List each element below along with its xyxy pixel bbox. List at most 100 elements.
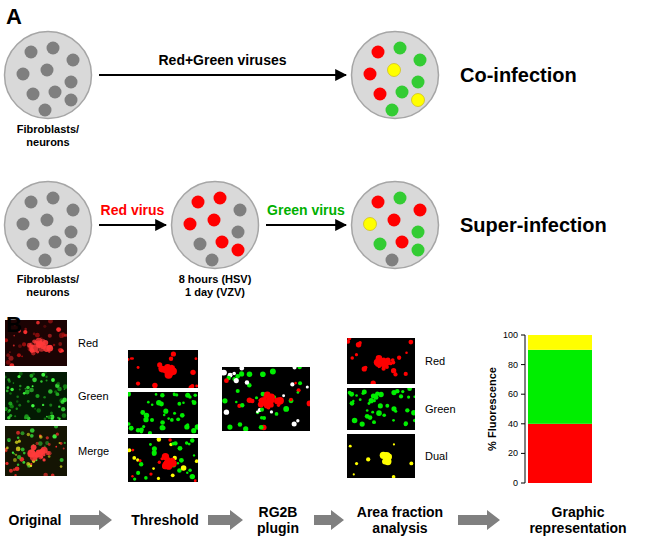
cell-spot bbox=[355, 353, 358, 356]
cell-spot bbox=[54, 426, 58, 429]
cell-spot bbox=[58, 348, 63, 353]
cell-spot bbox=[405, 408, 409, 412]
cell-spot bbox=[28, 463, 32, 467]
cell-spot bbox=[158, 461, 161, 464]
cell-spot bbox=[181, 465, 187, 471]
cell-spot bbox=[188, 469, 192, 473]
cell-spot bbox=[411, 410, 415, 415]
axis-title: % Fluorescence bbox=[486, 367, 499, 451]
cell-spot bbox=[260, 416, 263, 419]
cell-spot bbox=[128, 358, 130, 361]
cell-spot bbox=[30, 434, 34, 438]
step-label: Threshold bbox=[131, 512, 199, 528]
cell-spot bbox=[22, 342, 26, 346]
cell-spot bbox=[140, 430, 144, 434]
infection-arrow bbox=[99, 224, 166, 226]
cell-spot bbox=[399, 394, 403, 398]
cell-spot bbox=[129, 426, 134, 431]
cell-dot bbox=[49, 86, 62, 99]
cell-spot bbox=[34, 408, 36, 410]
cell-spot bbox=[6, 447, 9, 450]
cell-dot bbox=[65, 226, 78, 239]
cell-spot bbox=[14, 474, 16, 476]
micrograph bbox=[5, 426, 67, 476]
cell-spot bbox=[188, 395, 191, 398]
cell-spot bbox=[407, 388, 412, 391]
cell-spot bbox=[32, 372, 35, 375]
cell-spot bbox=[290, 382, 294, 386]
cell-spot bbox=[270, 410, 273, 413]
dish-outline bbox=[352, 182, 439, 269]
cell-spot bbox=[392, 475, 396, 478]
cell-spot bbox=[57, 417, 59, 419]
dish-shape bbox=[350, 180, 440, 270]
cell-spot bbox=[232, 372, 236, 376]
cell-spot bbox=[16, 447, 21, 452]
cell-spot bbox=[48, 443, 51, 446]
cell-spot bbox=[195, 424, 198, 430]
cell-spot bbox=[22, 461, 25, 464]
axis-tick-mark bbox=[521, 364, 525, 365]
cell-spot bbox=[48, 416, 51, 419]
cell-spot bbox=[259, 425, 264, 430]
cell-spot bbox=[48, 415, 52, 419]
cell-dot bbox=[192, 196, 205, 209]
cell-spot bbox=[5, 376, 7, 379]
micrograph bbox=[128, 350, 198, 388]
cell-dot bbox=[39, 254, 52, 267]
cell-spot bbox=[347, 338, 351, 340]
cell-spot bbox=[192, 400, 195, 403]
cell-spot bbox=[15, 454, 17, 456]
step-arrow bbox=[314, 510, 344, 530]
cell-spot bbox=[40, 339, 46, 345]
cell-dot bbox=[39, 104, 52, 117]
cell-spot bbox=[5, 338, 8, 342]
cell-spot bbox=[360, 421, 365, 426]
cell-spot bbox=[374, 394, 378, 398]
cell-spot bbox=[147, 401, 150, 404]
cell-spot bbox=[31, 345, 34, 348]
cell-spot bbox=[58, 405, 60, 407]
cell-spot bbox=[361, 392, 364, 395]
cell-spot bbox=[392, 419, 395, 422]
cell-spot bbox=[283, 406, 289, 412]
cell-spot bbox=[9, 351, 11, 353]
cell-spot bbox=[167, 417, 170, 420]
cell-dot bbox=[412, 76, 425, 89]
cell-spot bbox=[177, 402, 181, 406]
cell-spot bbox=[49, 403, 52, 406]
cell-spot bbox=[348, 391, 352, 395]
cell-spot bbox=[8, 440, 10, 442]
cell-spot bbox=[349, 445, 352, 448]
cell-dot bbox=[372, 46, 385, 59]
micrograph-ground bbox=[128, 438, 198, 482]
cell-spot bbox=[289, 398, 294, 403]
dish-outline bbox=[172, 182, 259, 269]
cell-spot bbox=[256, 410, 259, 413]
cell-spot bbox=[48, 389, 52, 393]
cell-spot bbox=[152, 383, 157, 388]
channel-label: Red bbox=[425, 355, 445, 368]
cell-dot bbox=[27, 238, 40, 251]
cell-spot bbox=[245, 380, 249, 384]
cell-spot bbox=[404, 423, 408, 427]
cell-spot bbox=[131, 449, 134, 452]
cell-spot bbox=[182, 401, 185, 404]
micrograph bbox=[222, 367, 310, 431]
dish-caption: Fibroblasts/ neurons bbox=[8, 273, 88, 298]
cell-dot bbox=[47, 42, 60, 55]
row-title: Co-infection bbox=[460, 64, 577, 87]
cell-spot bbox=[44, 372, 47, 374]
cell-spot bbox=[366, 457, 370, 461]
cell-spot bbox=[264, 402, 270, 408]
cell-spot bbox=[8, 401, 12, 405]
cell-spot bbox=[190, 438, 194, 442]
cell-spot bbox=[255, 396, 258, 399]
cell-spot bbox=[151, 403, 154, 406]
cell-spot bbox=[359, 398, 362, 401]
cell-spot bbox=[186, 423, 189, 426]
cell-spot bbox=[31, 404, 35, 408]
cell-spot bbox=[234, 378, 239, 383]
virus-label: Red+Green viruses bbox=[158, 52, 286, 68]
axis-tick-label: 0 bbox=[513, 478, 518, 488]
